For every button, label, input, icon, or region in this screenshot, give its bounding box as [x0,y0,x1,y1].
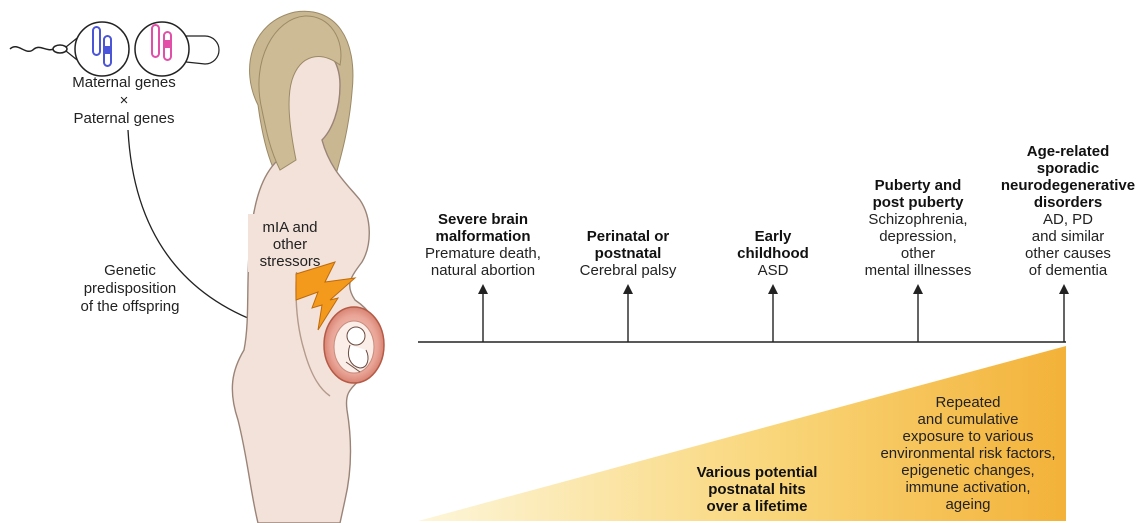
stage-label-1: Severe brain malformation Premature deat… [408,211,558,279]
exposure-line-3: exposure to various [868,428,1068,445]
exposure-line-5: epigenetic changes, [868,462,1068,479]
stage-label-3: Early childhood ASD [713,228,833,279]
genes-label: Maternal genes × Paternal genes [54,74,194,128]
stage-1-title-1: Severe brain [408,211,558,228]
stage-4-title-1: Puberty and [843,177,993,194]
stage-4-desc-3: other [843,245,993,262]
predisposition-line-3: of the offspring [60,298,200,316]
stage-2-title-2: postnatal [563,245,693,262]
hits-line-3: over a lifetime [682,498,832,515]
predisposition-line-2: predisposition [60,280,200,298]
stage-5-desc-4: of dementia [993,262,1143,279]
stage-5-desc-2: and similar [993,228,1143,245]
stage-5-desc-3: other causes [993,245,1143,262]
stage-5-title-2: sporadic [993,160,1143,177]
cross-symbol: × [54,92,194,110]
stage-1-desc-2: natural abortion [408,262,558,279]
stage-label-5: Age-related sporadic neurodegenerative d… [993,143,1143,279]
exposure-line-1: Repeated [868,394,1068,411]
maternal-genes-icon [10,22,129,76]
stage-arrow-2 [623,284,633,342]
exposure-line-4: environmental risk factors, [868,445,1068,462]
hits-line-2: postnatal hits [682,481,832,498]
stage-label-4: Puberty and post puberty Schizophrenia, … [843,177,993,279]
stage-5-title-1: Age-related [993,143,1143,160]
paternal-genes-text: Paternal genes [54,110,194,128]
exposure-line-6: immune activation, [868,479,1068,496]
stage-label-2: Perinatal or postnatal Cerebral palsy [563,228,693,279]
stage-5-title-4: disorders [993,194,1143,211]
stressors-line-1: mIA and [248,219,332,236]
predisposition-line-1: Genetic [60,262,200,280]
stage-4-desc-2: depression, [843,228,993,245]
postnatal-hits-label: Various potential postnatal hits over a … [682,464,832,515]
stage-5-desc-1: AD, PD [993,211,1143,228]
paternal-genes-icon [135,22,219,76]
stage-4-desc-4: mental illnesses [843,262,993,279]
stage-1-title-2: malformation [408,228,558,245]
stage-1-desc-1: Premature death, [408,245,558,262]
stressors-label: mIA and other stressors [248,219,332,270]
predisposition-label: Genetic predisposition of the offspring [60,262,200,316]
stage-4-title-2: post puberty [843,194,993,211]
stage-3-desc-1: ASD [713,262,833,279]
stage-3-title-2: childhood [713,245,833,262]
exposure-line-7: ageing [868,496,1068,513]
stage-3-title-1: Early [713,228,833,245]
stage-4-desc-1: Schizophrenia, [843,211,993,228]
stage-2-desc-1: Cerebral palsy [563,262,693,279]
stage-5-title-3: neurodegenerative [993,177,1143,194]
exposure-line-2: and cumulative [868,411,1068,428]
stage-arrow-3 [768,284,778,342]
maternal-genes-text: Maternal genes [54,74,194,92]
stage-arrow-1 [478,284,488,342]
fetus-in-womb-icon [324,307,384,383]
stage-arrow-5 [1059,284,1069,342]
stage-arrow-4 [913,284,923,342]
stressors-line-3: stressors [248,253,332,270]
exposure-label: Repeated and cumulative exposure to vari… [868,394,1068,513]
hits-line-1: Various potential [682,464,832,481]
stage-2-title-1: Perinatal or [563,228,693,245]
stressors-line-2: other [248,236,332,253]
